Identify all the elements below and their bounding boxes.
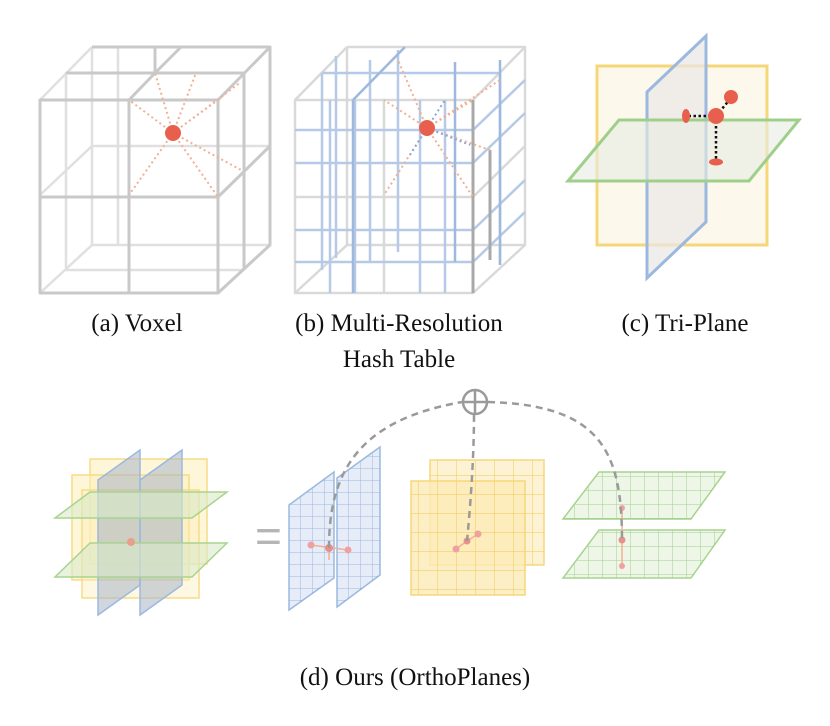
hash-sample-point [419,120,435,136]
voxel-sample-point [165,125,181,141]
orthoplanes-yellow-planes [410,459,545,596]
orthoplanes-composite [52,448,230,617]
orthoplanes-blue-planes [288,445,381,612]
caption-voxel: (a) Voxel [91,310,183,337]
triplane-projection-xy [724,90,738,104]
composite-sample-point [127,538,135,546]
oplus-aggregation-symbol [461,388,489,416]
triplane-sample-point [708,108,724,124]
caption-orthoplanes: (d) Ours (OrthoPlanes) [299,664,531,691]
aggregation-curves [327,400,624,549]
equals-sign: = [255,510,282,562]
triplane-xz-plane [564,118,803,183]
triplane-projection-xz [709,158,723,166]
caption-triplane: (c) Tri-Plane [621,310,749,337]
hash-table-diagram [293,45,527,295]
orthoplanes-green-planes [561,471,727,579]
caption-hash-table-line2: Hash Table [342,346,456,373]
voxel-diagram [38,45,272,295]
caption-hash-table-line1: (b) Multi-Resolution [295,310,503,337]
triplane-projection-yz [682,109,690,123]
triplane-diagram [564,32,803,282]
